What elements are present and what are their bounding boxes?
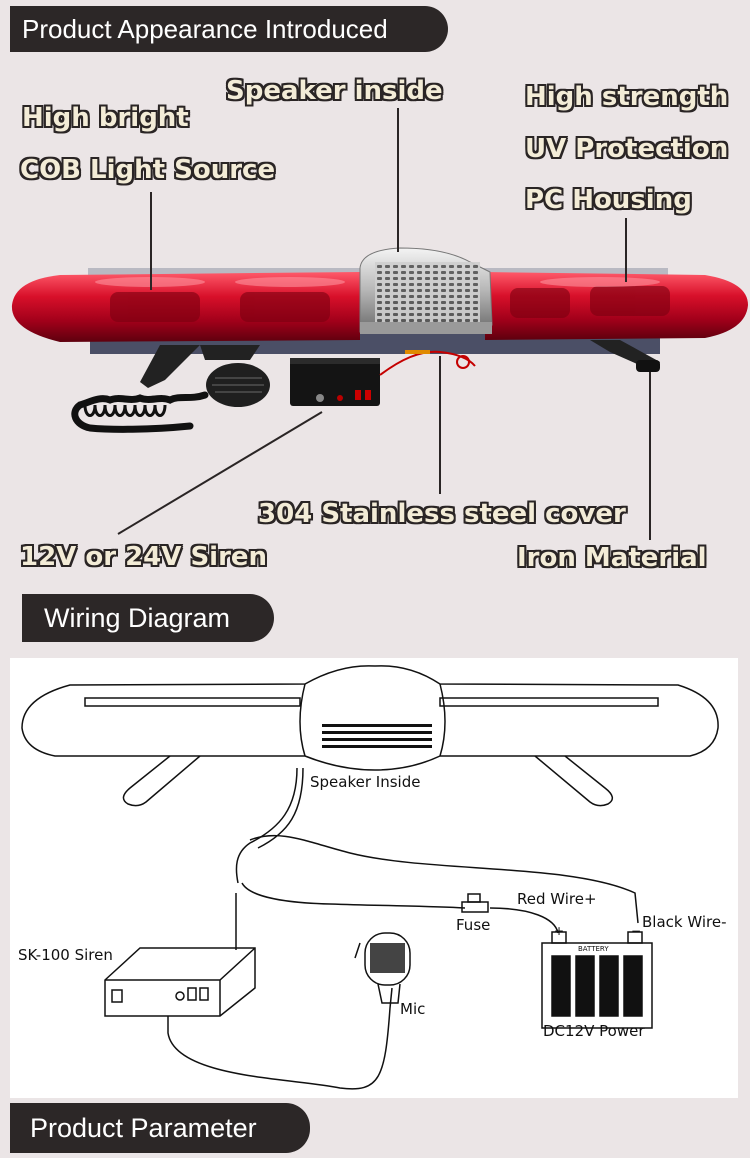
section-header-wiring-label: Wiring Diagram xyxy=(44,603,231,633)
callout-high-strength: High strength xyxy=(525,82,729,112)
label-dc12v-power: DC12V Power xyxy=(543,1022,645,1040)
section-header-parameter-label: Product Parameter xyxy=(30,1113,257,1143)
label-fuse: Fuse xyxy=(456,916,491,934)
callout-speaker: Speaker inside xyxy=(226,76,443,106)
label-red-wire: Red Wire+ xyxy=(517,890,597,908)
label-battery-plus: + xyxy=(554,924,565,938)
wiring-diagram-drawing xyxy=(21,665,719,1090)
coiled-cord xyxy=(71,391,209,433)
section-header-appearance-label: Product Appearance Introduced xyxy=(22,14,388,44)
callout-high-bright: High bright xyxy=(22,103,189,133)
callout-pc: PC Housing xyxy=(525,185,692,215)
label-speaker-inside: Speaker Inside xyxy=(310,773,421,791)
diagram-mic xyxy=(364,932,411,986)
callout-iron: Iron Material xyxy=(517,543,707,573)
section-header-wiring: Wiring Diagram xyxy=(22,594,274,642)
label-sk100-siren: SK-100 Siren xyxy=(18,946,113,964)
callout-stainless: 304 Stainless steel cover xyxy=(258,499,626,529)
label-mic: Mic xyxy=(400,1000,426,1018)
label-battery-minus: − xyxy=(631,924,642,938)
label-black-wire: Black Wire- xyxy=(642,913,727,931)
diagram-light-bar xyxy=(21,665,719,771)
diagram-battery xyxy=(541,942,653,1029)
callout-cob: COB Light Source xyxy=(20,155,276,185)
label-battery: BATTERY xyxy=(578,945,609,953)
left-bracket xyxy=(140,345,200,388)
diagram-fuse xyxy=(461,901,489,913)
wiring-diagram: Speaker Inside SK-100 Siren Fuse Red Wir… xyxy=(10,658,738,1098)
section-header-appearance: Product Appearance Introduced xyxy=(10,6,448,52)
callout-lines xyxy=(117,108,651,540)
diagram-siren-box xyxy=(104,947,256,1017)
product-photo xyxy=(11,108,748,540)
callout-siren: 12V or 24V Siren xyxy=(20,542,268,572)
callout-uv: UV Protection xyxy=(525,134,729,164)
section-header-parameter: Product Parameter xyxy=(10,1103,310,1153)
